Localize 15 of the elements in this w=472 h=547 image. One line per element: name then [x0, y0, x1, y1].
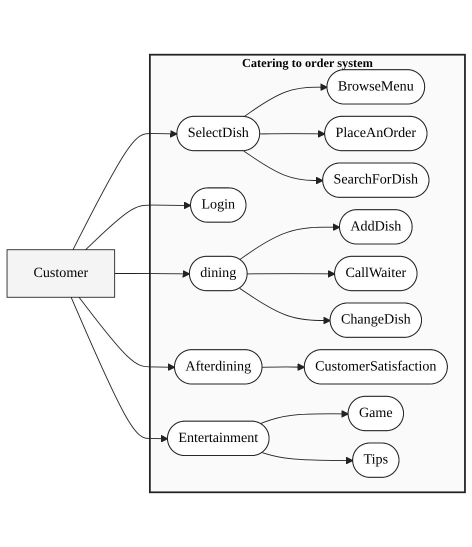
arrow: [262, 363, 306, 371]
arrow: [72, 130, 178, 250]
arrow: [239, 223, 340, 260]
arrow: [247, 270, 336, 278]
arrow: [243, 83, 328, 118]
arrow: [243, 150, 324, 184]
arrow: [85, 202, 192, 250]
arrow: [70, 296, 168, 442]
arrow: [260, 410, 349, 424]
arrow: [114, 270, 190, 278]
arrow: [239, 288, 331, 324]
arrow: [78, 296, 176, 372]
node-box: Customer: [6, 249, 116, 298]
arrow: [260, 130, 326, 138]
arrow: [262, 452, 354, 464]
